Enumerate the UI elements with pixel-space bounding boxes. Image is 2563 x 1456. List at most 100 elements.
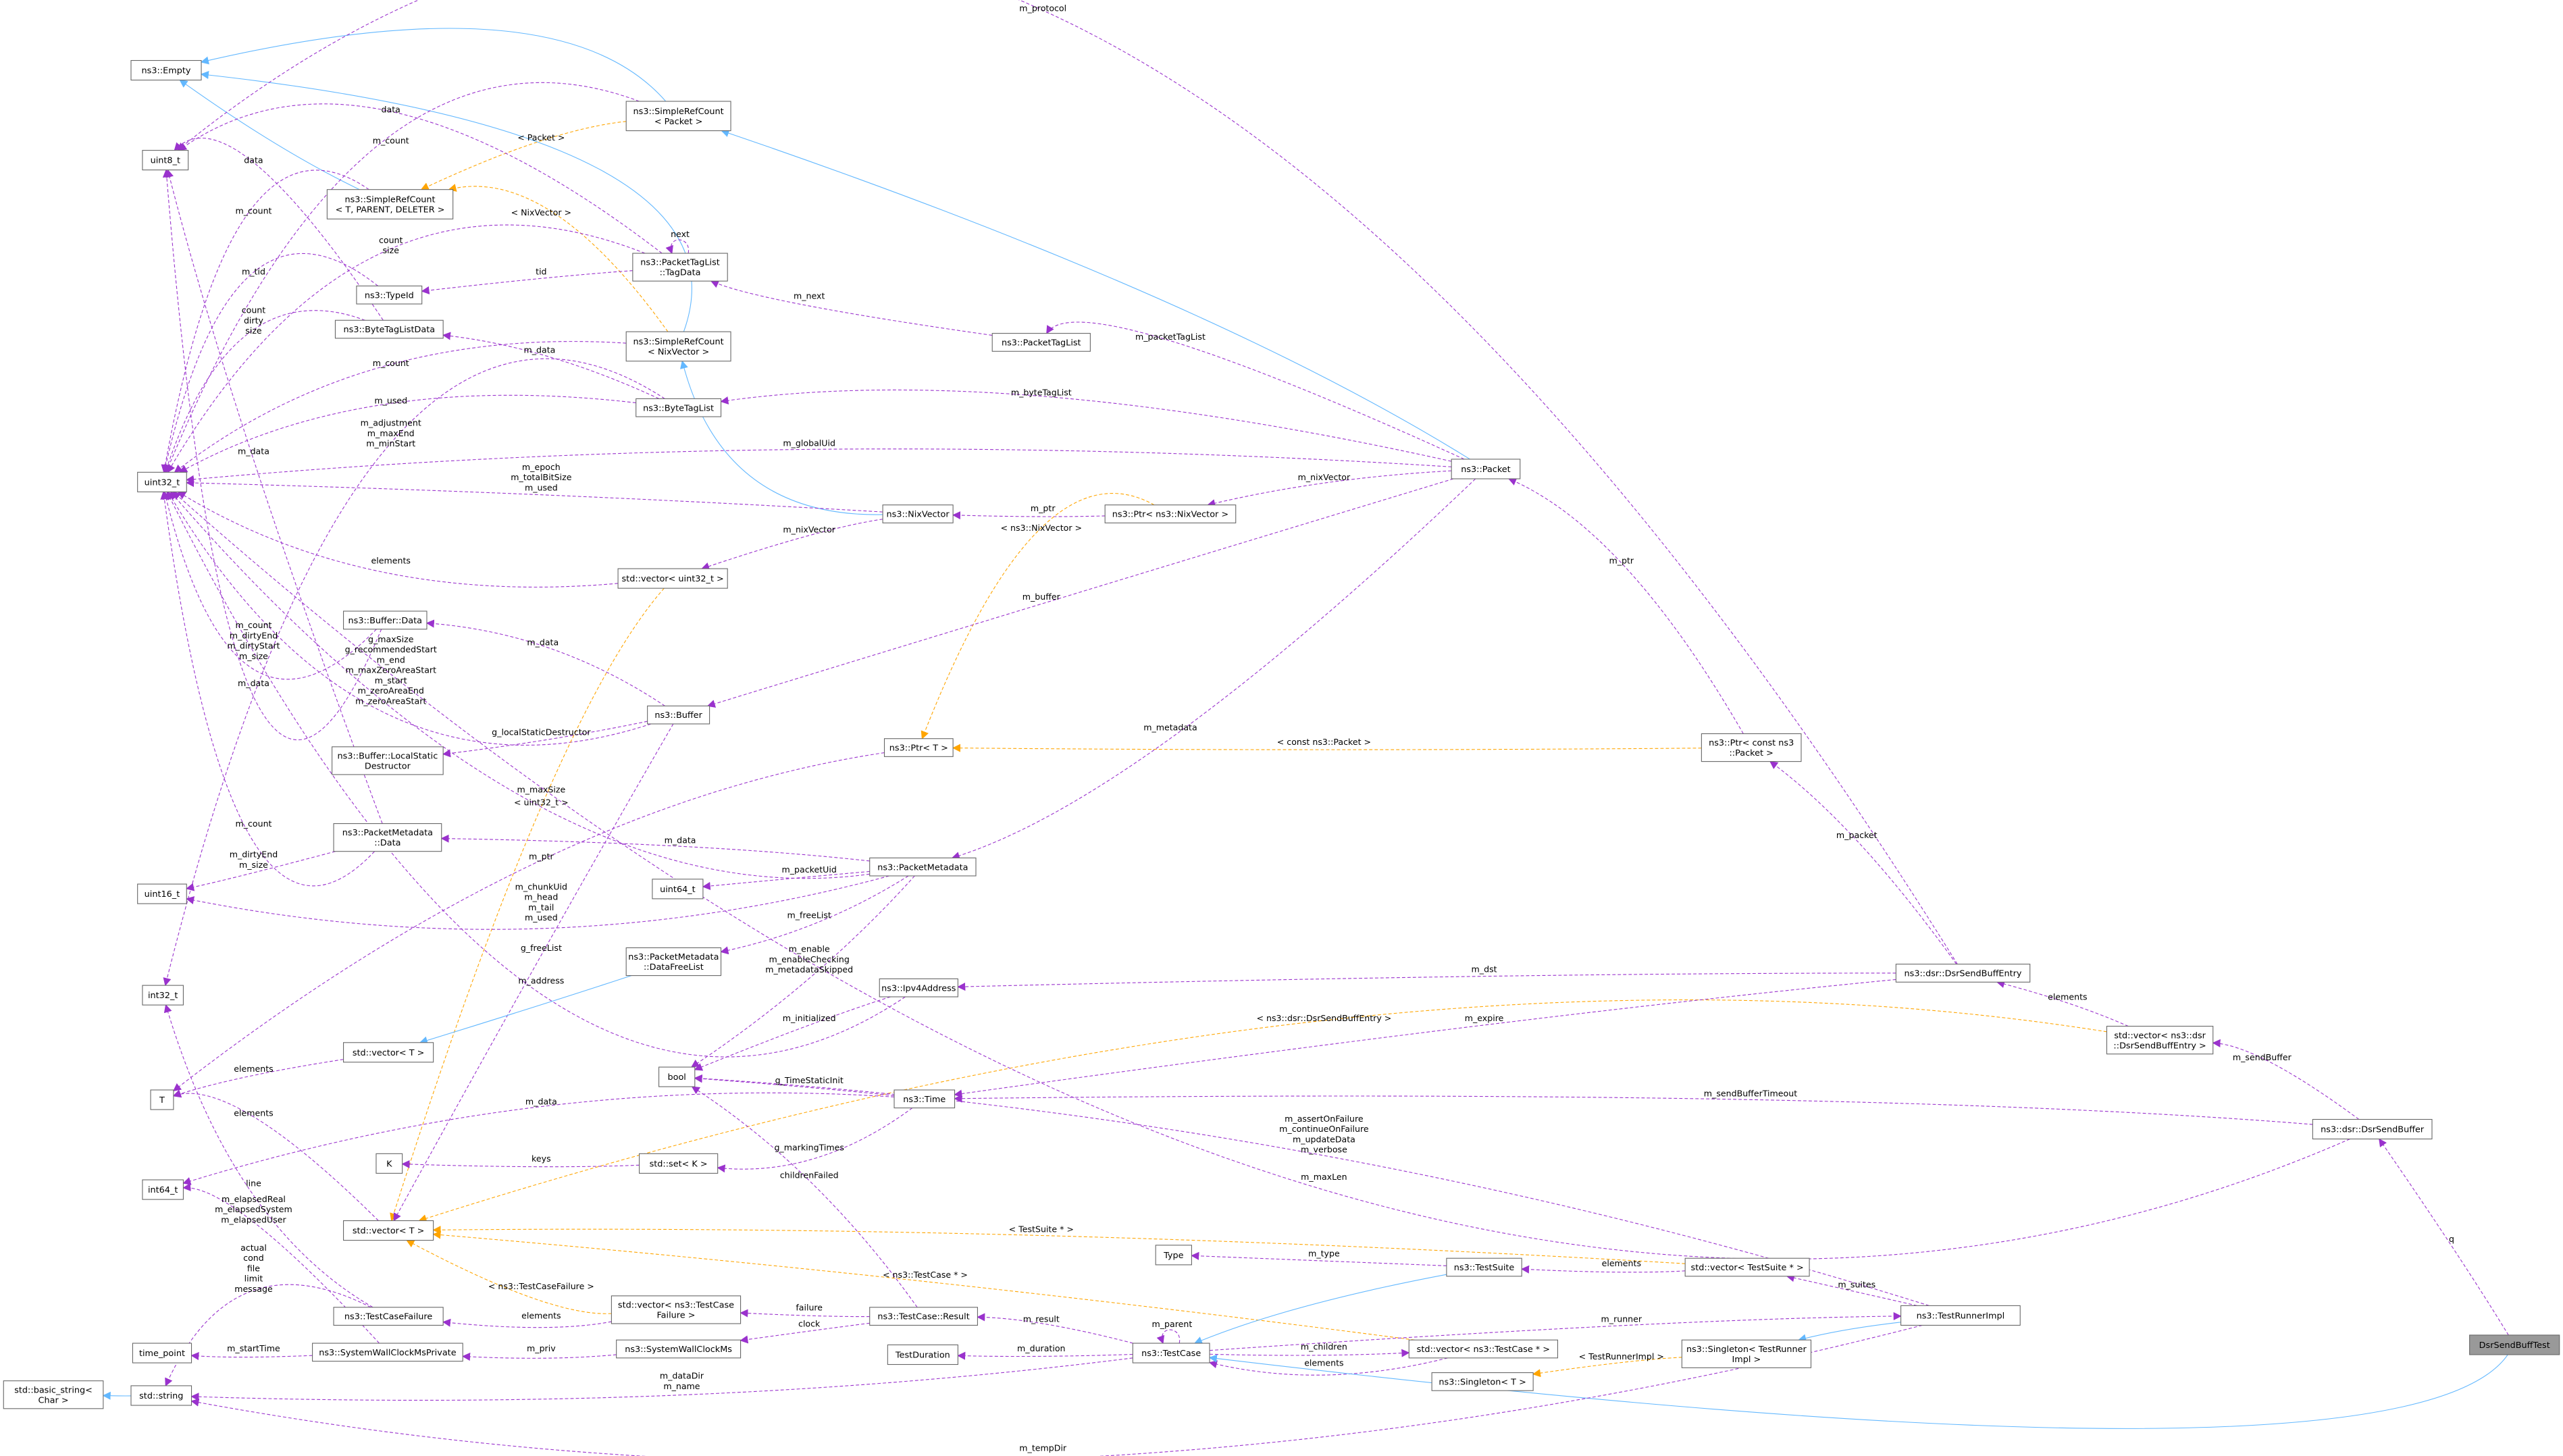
class-node-bool[interactable]: bool	[658, 1066, 696, 1087]
usage-edge	[957, 1351, 1133, 1360]
class-node-pm[interactable]: ns3::PacketMetadata	[869, 857, 977, 877]
node-box	[652, 879, 704, 900]
class-node-int32[interactable]: int32_t	[142, 985, 184, 1006]
edge-label-line: m_sendBuffer	[2233, 1052, 2292, 1062]
class-node-type[interactable]: Type	[1155, 1245, 1192, 1266]
class-node-k[interactable]: K	[376, 1153, 403, 1174]
edge-label-line: m_used	[525, 482, 558, 492]
class-node-vec-dsr[interactable]: std::vector< ns3::dsr::DsrSendBuffEntry …	[2106, 1026, 2214, 1055]
class-node-sing-runner[interactable]: ns3::Singleton< TestRunnerImpl >	[1681, 1339, 1812, 1368]
class-node-sys-wall[interactable]: ns3::SystemWallClockMs	[616, 1339, 742, 1359]
class-node-time[interactable]: ns3::Time	[894, 1089, 956, 1109]
class-node-vec-tc[interactable]: std::vector< ns3::TestCase * >	[1408, 1339, 1558, 1359]
class-node-free-list[interactable]: ns3::PacketMetadata::DataFreeList	[625, 947, 722, 977]
class-node-ipv4[interactable]: ns3::Ipv4Address	[879, 978, 958, 997]
class-node-sing-t[interactable]: ns3::Singleton< T >	[1431, 1372, 1534, 1391]
class-node-int64[interactable]: int64_t	[142, 1179, 184, 1200]
node-label: ns3::SimpleRefCount	[633, 107, 724, 117]
class-node-vec-tcf[interactable]: std::vector< ns3::TestCaseFailure >	[611, 1295, 742, 1324]
class-node-ptr-cp[interactable]: ns3::Ptr< const ns3::Packet >	[1701, 733, 1802, 762]
class-node-buffer[interactable]: ns3::Buffer	[647, 705, 710, 725]
edge-label-line: m_packetUid	[782, 864, 837, 875]
node-box	[343, 1220, 434, 1241]
class-node-vec-u32[interactable]: std::vector< uint32_t >	[617, 568, 728, 589]
node-label: ns3::ByteTagList	[643, 403, 714, 413]
class-node-src-packet[interactable]: ns3::SimpleRefCount< Packet >	[625, 101, 731, 132]
usage-edge	[186, 851, 336, 891]
usage-edge	[1046, 321, 1465, 460]
class-node-empty[interactable]: ns3::Empty	[130, 59, 202, 81]
class-node-basic-str[interactable]: std::basic_string<Char >	[3, 1380, 104, 1409]
usage-edge	[170, 491, 870, 879]
class-node-uint64[interactable]: uint64_t	[652, 879, 704, 900]
class-node-vec-ttop[interactable]: std::vector< T >	[343, 1042, 434, 1063]
class-node-result[interactable]: ns3::TestCase::Result	[869, 1307, 978, 1326]
edge-label-line: m_maxEnd	[367, 428, 415, 438]
class-node-test-case[interactable]: ns3::TestCase	[1132, 1343, 1210, 1363]
node-label: ns3::Ptr< ns3::NixVector >	[1112, 510, 1228, 520]
class-node-uint32[interactable]: uint32_t	[137, 471, 187, 492]
node-label: std::vector< T >	[353, 1226, 425, 1237]
edge-label-line: m_tempDir	[1019, 1442, 1067, 1453]
node-box	[638, 1153, 719, 1174]
class-node-src-nix[interactable]: ns3::SimpleRefCount< NixVector >	[625, 331, 731, 362]
class-node-uint16[interactable]: uint16_t	[137, 883, 187, 904]
class-node-pm-data[interactable]: ns3::PacketMetadata::Data	[333, 823, 442, 852]
edge-label-line: m_metadataSkipped	[765, 964, 853, 974]
edge-label: clock	[798, 1319, 821, 1329]
class-node-type-id[interactable]: ns3::TypeId	[356, 285, 423, 305]
class-node-tag-data[interactable]: ns3::PacketTagList::TagData	[632, 253, 728, 282]
class-node-duration[interactable]: TestDuration	[887, 1344, 958, 1366]
class-node-set-k[interactable]: std::set< K >	[638, 1153, 719, 1174]
usage-edge	[690, 875, 915, 1068]
class-node-runner[interactable]: ns3::TestRunnerImpl	[1900, 1305, 2021, 1326]
edge-label-line: clock	[798, 1319, 821, 1329]
class-node-string[interactable]: std::string	[130, 1385, 192, 1406]
class-node-dsr-buf[interactable]: ns3::dsr::DsrSendBuffer	[2312, 1118, 2433, 1140]
class-node-uint8[interactable]: uint8_t	[142, 150, 189, 171]
edge-label-line: m_size	[239, 860, 268, 870]
class-node-src-t[interactable]: ns3::SimpleRefCount< T, PARENT, DELETER …	[326, 189, 454, 219]
usage-edge	[1156, 1329, 1181, 1345]
class-node-ptr-nix[interactable]: ns3::Ptr< ns3::NixVector >	[1104, 504, 1237, 523]
inheritance-edge	[179, 79, 360, 190]
class-node-time-point[interactable]: time_point	[132, 1343, 192, 1363]
class-node-sys-priv[interactable]: ns3::SystemWallClockMsPrivate	[312, 1343, 463, 1362]
edge-label-line: g_localStaticDestructor	[492, 727, 591, 737]
edge-label-line: m_totalBitSize	[511, 472, 571, 482]
node-label: < Packet >	[654, 117, 703, 127]
class-node-t[interactable]: T	[150, 1089, 174, 1110]
edge-label-line: m_ptr	[1031, 503, 1056, 513]
edge-label-line: m_dirtyEnd	[230, 850, 278, 860]
class-node-buf-data[interactable]: ns3::Buffer::Data	[343, 610, 428, 630]
node-label: ns3::Ptr< T >	[889, 744, 948, 754]
node-box	[332, 746, 444, 775]
node-box	[343, 610, 428, 630]
node-box	[2312, 1118, 2433, 1140]
edge-label-line: m_enable	[789, 944, 830, 954]
class-node-ptr-t[interactable]: ns3::Ptr< T >	[883, 738, 954, 757]
usage-edge	[665, 239, 689, 255]
edge-label: m_metadata	[1143, 722, 1197, 732]
inheritance-edge	[419, 975, 632, 1045]
edge-label: g_freeList	[521, 943, 562, 953]
usage-edge	[701, 519, 883, 571]
class-node-vec-tbot[interactable]: std::vector< T >	[343, 1220, 434, 1241]
edge-label: m_expire	[1465, 1013, 1504, 1023]
class-node-nix[interactable]: ns3::NixVector	[882, 504, 954, 523]
class-node-btl-data[interactable]: ns3::ByteTagListData	[334, 319, 444, 339]
class-node-btl[interactable]: ns3::ByteTagList	[636, 398, 722, 417]
edge-label: tid	[536, 266, 546, 276]
class-node-test-suite[interactable]: ns3::TestSuite	[1446, 1257, 1522, 1277]
node-box	[142, 985, 184, 1006]
class-node-vec-ts[interactable]: std::vector< TestSuite * >	[1684, 1257, 1810, 1277]
class-node-ptl[interactable]: ns3::PacketTagList	[991, 333, 1091, 352]
class-node-dsr-entry[interactable]: ns3::dsr::DsrSendBuffEntry	[1895, 964, 2031, 983]
class-node-packet[interactable]: ns3::Packet	[1451, 459, 1521, 479]
node-box	[1104, 504, 1237, 523]
class-node-tcf[interactable]: ns3::TestCaseFailure	[333, 1307, 444, 1326]
